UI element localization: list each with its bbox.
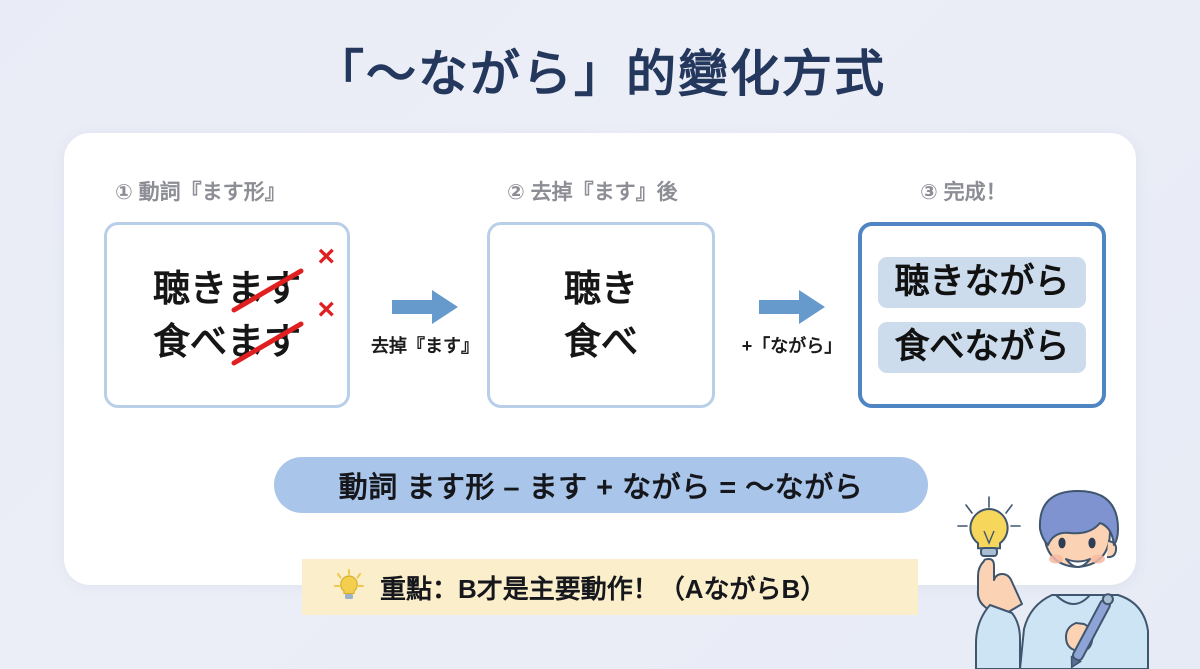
right-arrow-icon — [759, 290, 825, 324]
step-3-label: ③ 完成！ — [920, 181, 1007, 204]
arrow-step-1-to-2: 去掉『ます』 — [355, 290, 495, 358]
step-2-box: 聴き 食べ — [487, 222, 715, 408]
lightbulb-icon — [334, 568, 364, 606]
page-title: 「〜ながら」的變化方式 — [314, 46, 886, 102]
right-arrow-icon — [392, 290, 458, 324]
step-1-box: 聴きます × 食べます × — [104, 222, 350, 408]
word-kikimasu: 聴きます × — [153, 242, 335, 313]
word-kikinagara: 聴きながら — [878, 257, 1086, 308]
step-1-label: ① 動詞『ます形』 — [115, 181, 286, 204]
formula-banner: 動詞 ます形 – ます + ながら = 〜ながら — [274, 457, 928, 513]
word-tabe: 食べ — [564, 321, 638, 362]
arrow-1-caption: 去掉『ます』 — [371, 336, 479, 356]
arrow-step-2-to-3: +「ながら」 — [722, 290, 862, 358]
arrow-2-caption: +「ながら」 — [741, 336, 843, 356]
cross-mark-icon: × — [317, 293, 335, 326]
student-pointing-lightbulb-illustration — [940, 485, 1200, 669]
step-3-box: 聴きながら 食べながら — [858, 222, 1106, 408]
word-tabemasu: 食べます × — [153, 295, 335, 366]
word-kiki: 聴き — [564, 268, 638, 309]
cross-mark-icon: × — [317, 240, 335, 273]
word-tabenagara: 食べながら — [878, 322, 1086, 373]
tip-text: 重點：B才是主要動作！（AながらB） — [380, 573, 827, 604]
tip-banner: 重點：B才是主要動作！（AながらB） — [302, 559, 918, 615]
step-2-label: ② 去掉『ます』後 — [507, 181, 678, 204]
